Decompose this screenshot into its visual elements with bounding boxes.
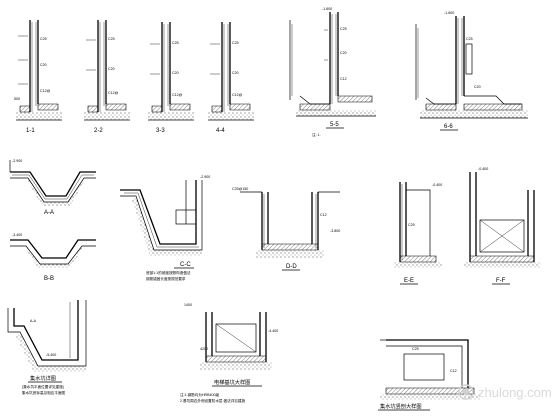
- section-D-D: C25@150 C12 -3.800 D-D: [232, 187, 340, 271]
- pit-section-detail: C25 C12 集水坑竖剖大样图: [378, 339, 480, 411]
- elevator-pit-notes: 注:1.钢筋均为HRB400级 2.基坑周边外侧设置防水层,做法详见建施: [180, 392, 245, 403]
- svg-text:C25: C25: [466, 37, 473, 41]
- svg-text:C20: C20: [40, 63, 47, 67]
- section-label-4-4: 4-4: [216, 128, 225, 134]
- svg-text:C12@: C12@: [172, 93, 183, 97]
- svg-text:C25: C25: [172, 41, 179, 45]
- elev-d-d: -3.800: [330, 229, 340, 233]
- svg-text:C20: C20: [474, 85, 481, 89]
- svg-text:C20: C20: [108, 67, 115, 71]
- section-6-6: C25 C20 -1.600 6-6: [415, 11, 528, 131]
- section-3-3: C25 C20 C12@ 3-3: [148, 22, 194, 134]
- collecting-pit-detail: A-A -5.400 集水坑详图 (集水坑平面位置详见建施) 集水坑底标高见相应…: [7, 300, 87, 395]
- svg-text:钢筋锚固长度按规范要求: 钢筋锚固长度按规范要求: [146, 276, 186, 281]
- svg-text:4200: 4200: [200, 347, 208, 351]
- svg-text:500: 500: [14, 97, 20, 101]
- svg-text:C12: C12: [340, 77, 347, 81]
- svg-text:C25: C25: [232, 41, 239, 45]
- section-4-4: C25 C20 C12@ 4-4: [208, 22, 254, 134]
- elev-pit: -5.400: [46, 353, 56, 357]
- svg-text:C25: C25: [40, 37, 47, 41]
- section-label-C-C: C-C: [180, 262, 191, 268]
- section-5-5: C25 C20 C12 -1.600 5-5 注: 1.: [289, 7, 376, 137]
- svg-text:集水坑底标高见相应平面图: 集水坑底标高见相应平面图: [22, 390, 66, 395]
- section-C-C: -2.900 C-C 底部1:1的坡度按照构造做法 钢筋锚固长度按规范要求: [120, 175, 210, 281]
- svg-text:C12@: C12@: [40, 89, 51, 93]
- section-label-D-D: D-D: [286, 264, 297, 270]
- svg-text:C25: C25: [408, 223, 415, 227]
- section-label-E-E: E-E: [404, 278, 414, 284]
- svg-text:C20: C20: [232, 71, 239, 75]
- collecting-pit-title: 集水坑详图: [30, 374, 56, 382]
- watermark-text: zhulong.com: [478, 385, 552, 400]
- elev-a-a: -2.900: [12, 159, 22, 163]
- section-label-6-6: 6-6: [444, 124, 453, 130]
- section-2-2: C25 C20 C12@ 2-2: [84, 20, 130, 134]
- section-label-A-A: A-A: [44, 210, 54, 216]
- svg-text:C12: C12: [320, 213, 327, 217]
- svg-text:1400: 1400: [184, 303, 192, 307]
- elev-f-f: -0.400: [478, 167, 488, 171]
- section-label-1-1: 1-1: [26, 128, 35, 134]
- elev-e-e: -0.400: [432, 183, 442, 187]
- svg-text:注: 1.: 注: 1.: [312, 132, 321, 137]
- section-A-A: -2.900 A-A: [9, 159, 96, 216]
- elevator-pit-detail: 1400 4200 -4.400 电梯基坑大样图: [184, 303, 278, 387]
- section-label-5-5: 5-5: [330, 122, 339, 128]
- svg-text:A-A: A-A: [30, 319, 37, 323]
- svg-text:C20: C20: [340, 51, 347, 55]
- section-label-F-F: F-F: [496, 278, 506, 284]
- cc-note: 底部1:1的坡度按照构造做法: [146, 270, 191, 275]
- elevator-pit-title: 电梯基坑大样图: [214, 378, 250, 386]
- svg-text:C12@: C12@: [232, 93, 243, 97]
- section-label-2-2: 2-2: [94, 128, 103, 134]
- svg-text:C12@: C12@: [108, 91, 119, 95]
- elev-top-5-5: -1.600: [322, 7, 332, 11]
- svg-text:2.基坑周边外侧设置防水层,做法详见建施: 2.基坑周边外侧设置防水层,做法详见建施: [180, 398, 245, 403]
- watermark: zhulong.com: [458, 384, 552, 400]
- elev-c-c: -2.900: [200, 175, 210, 179]
- svg-text:C20: C20: [172, 71, 179, 75]
- pit-section-title: 集水坑竖剖大样图: [380, 402, 422, 410]
- section-label-B-B: B-B: [44, 276, 54, 282]
- elev-top-6-6: -1.600: [444, 11, 454, 15]
- svg-text:C25: C25: [412, 347, 419, 351]
- section-label-3-3: 3-3: [156, 128, 165, 134]
- section-E-E: -0.400 C25 E-E: [394, 182, 442, 285]
- section-1-1: C25 C20 C12@ 500 1-1: [14, 20, 62, 134]
- elev-lift: -4.400: [268, 329, 278, 333]
- elev-b-b: -3.400: [12, 233, 22, 237]
- svg-text:(集水坑平面位置详见建施): (集水坑平面位置详见建施): [22, 384, 64, 389]
- svg-text:C25@150: C25@150: [232, 187, 248, 191]
- section-F-F: -0.400 F-F: [464, 167, 540, 285]
- svg-text:C25: C25: [108, 37, 115, 41]
- section-B-B: -3.400 B-B: [10, 233, 96, 282]
- svg-text:C25: C25: [340, 27, 347, 31]
- svg-text:C12: C12: [450, 369, 457, 373]
- note-1: 注:1.钢筋均为HRB400级: [180, 392, 220, 397]
